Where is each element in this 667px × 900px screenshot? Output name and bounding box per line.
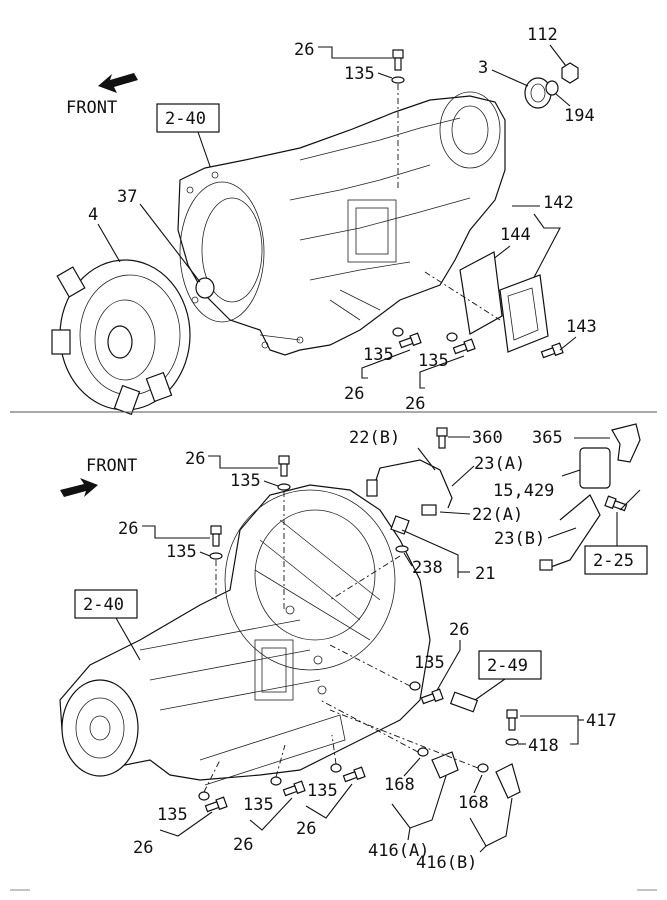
washer-135-lower-f — [330, 763, 342, 773]
label-135-a: 135 — [363, 345, 394, 365]
bolt-26-lower-c — [420, 688, 444, 707]
torque-converter-4 — [51, 259, 191, 416]
label-26-lower-b: 26 — [118, 519, 138, 539]
bolt-26-a — [398, 332, 422, 351]
oil-seal-37 — [195, 277, 215, 299]
front-arrow-icon — [98, 73, 138, 93]
washer-135-a — [392, 327, 404, 337]
label-416a: 416(A) — [368, 841, 429, 861]
o-ring-168-a — [417, 747, 429, 757]
bolt-417 — [506, 709, 518, 731]
front-arrow-icon-lower — [60, 478, 98, 497]
bolt-26-b — [452, 338, 476, 357]
label-21: 21 — [475, 564, 495, 584]
label-168-a: 168 — [384, 775, 415, 795]
o-ring-194 — [545, 80, 559, 96]
label-26-lower-e: 26 — [233, 835, 253, 855]
upper-section: FRONT 2-40 37 — [51, 25, 597, 416]
label-135-lower-d: 135 — [157, 805, 188, 825]
label-23b: 23(B) — [494, 529, 545, 549]
label-365: 365 — [532, 428, 563, 448]
label-4: 4 — [88, 205, 98, 225]
label-238: 238 — [412, 558, 443, 578]
bolt-26-lower-d — [204, 796, 228, 815]
bolt-429 — [604, 495, 628, 514]
fitting-21 — [390, 515, 410, 535]
label-168-b: 168 — [458, 793, 489, 813]
label-135-top: 135 — [344, 64, 375, 84]
bolt-26-lower-e — [282, 780, 306, 799]
label-144: 144 — [500, 225, 531, 245]
bracket-365 — [611, 423, 641, 463]
lower-section: FRONT 2-40 26 135 — [59, 423, 648, 873]
damper-15 — [579, 447, 611, 489]
bolt-26-lower-b — [210, 525, 222, 547]
elbow-416a — [431, 751, 459, 779]
washer-238 — [395, 545, 409, 553]
washer-135-lower-e — [270, 776, 282, 786]
label-416b: 416(B) — [416, 853, 477, 873]
transmission-assembly-lower — [59, 484, 431, 786]
label-135-b: 135 — [418, 351, 449, 371]
label-15-429: 15,429 — [493, 481, 554, 501]
label-26-top: 26 — [294, 40, 314, 60]
label-22a: 22(A) — [472, 505, 523, 525]
label-22b: 22(B) — [349, 428, 400, 448]
washer-135-lower-d — [198, 791, 210, 801]
bolt-360 — [436, 427, 448, 449]
front-label-lower: FRONT — [86, 456, 137, 476]
ref-box-2-40-lower[interactable] — [74, 589, 138, 619]
transmission-assembly-upper — [177, 91, 506, 356]
pipe-23b — [547, 494, 601, 569]
label-37: 37 — [117, 187, 137, 207]
label-135-lower-a: 135 — [230, 471, 261, 491]
label-26-lower-f: 26 — [296, 819, 316, 839]
label-26-lower-c: 26 — [449, 620, 469, 640]
bolt-143 — [540, 342, 564, 361]
label-142: 142 — [543, 193, 574, 213]
label-143: 143 — [566, 317, 597, 337]
ref-box-2-40-lower-label: 2-40 — [83, 595, 124, 615]
label-360: 360 — [472, 428, 503, 448]
label-23a: 23(A) — [474, 454, 525, 474]
ref-box-2-49-label: 2-49 — [487, 656, 528, 676]
bolt-26-lower-a — [278, 455, 290, 477]
label-417: 417 — [586, 711, 617, 731]
label-194: 194 — [564, 106, 595, 126]
label-26-lower-d: 26 — [133, 838, 153, 858]
label-135-lower-f: 135 — [307, 781, 338, 801]
label-26-b: 26 — [405, 394, 425, 414]
label-135-lower-c: 135 — [414, 653, 445, 673]
washer-135-lower-c — [409, 681, 421, 691]
elbow-416b — [495, 763, 521, 799]
front-label: FRONT — [66, 98, 117, 118]
washer-135-b — [446, 332, 458, 342]
washer-418 — [505, 738, 519, 746]
gasket-144 — [459, 251, 503, 335]
ref-box-2-25-label: 2-25 — [593, 551, 634, 571]
label-26-a: 26 — [344, 384, 364, 404]
bolt-26-lower-f — [342, 766, 366, 785]
nut-112 — [561, 62, 579, 84]
washer-135-top — [391, 76, 405, 84]
ref-box-2-25[interactable] — [584, 545, 648, 575]
cover-142 — [499, 274, 549, 353]
washer-135-lower-a — [277, 483, 291, 491]
ref-box-2-40-label: 2-40 — [165, 109, 206, 129]
ref-box-2-49[interactable] — [478, 650, 542, 680]
pipe-23a — [371, 459, 453, 509]
label-418: 418 — [528, 736, 559, 756]
label-26-lower-a: 26 — [185, 449, 205, 469]
o-ring-168-b — [477, 763, 489, 773]
fitting-22a — [421, 504, 437, 516]
bolt-26-top — [392, 49, 404, 71]
label-135-lower-b: 135 — [166, 542, 197, 562]
label-112: 112 — [527, 25, 558, 45]
sensor-2-49 — [449, 691, 479, 713]
label-135-lower-e: 135 — [243, 795, 274, 815]
label-3: 3 — [478, 58, 488, 78]
washer-135-lower-b — [209, 552, 223, 560]
ref-box-2-40[interactable] — [156, 103, 220, 133]
